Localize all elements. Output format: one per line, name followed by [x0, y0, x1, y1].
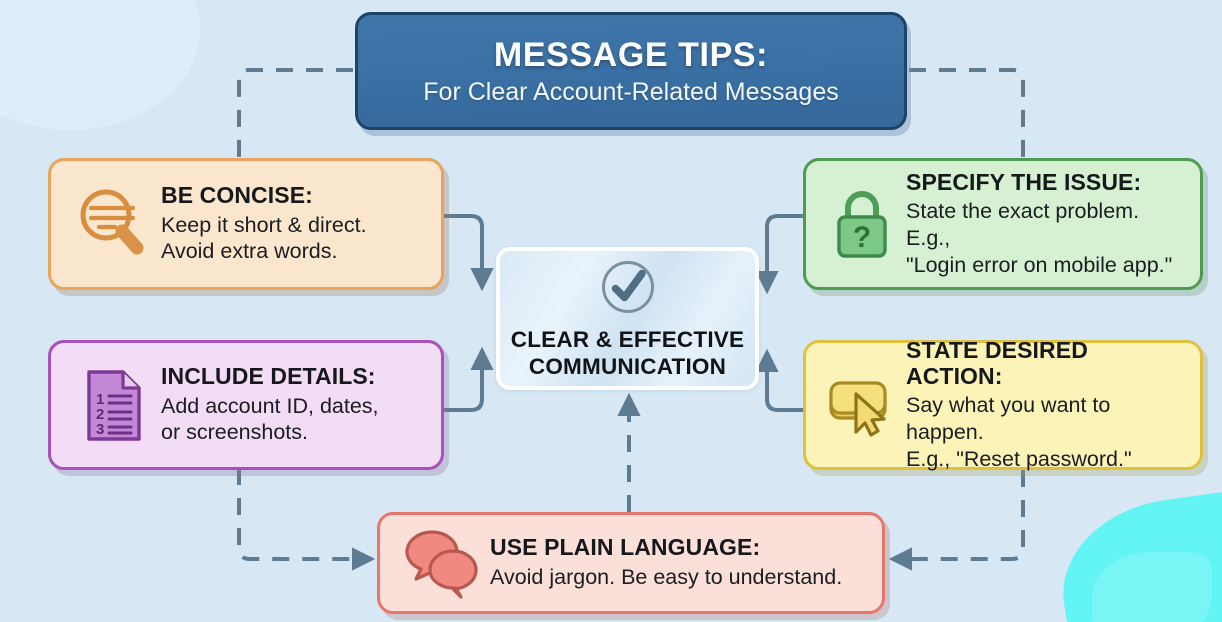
card-specify-the-issue[interactable]: ? SPECIFY THE ISSUE: State the exact pro…	[803, 158, 1203, 290]
wire-yellow-to-plain-language	[888, 470, 1025, 571]
page-subtitle: For Clear Account-Related Messages	[423, 77, 839, 106]
center-hub: CLEAR & EFFECTIVE COMMUNICATION	[496, 247, 759, 390]
wire-purple-to-plain-language	[237, 468, 376, 571]
hub-label-line2: COMMUNICATION	[528, 354, 727, 379]
card-specify-the-issue-title: SPECIFY THE ISSUE:	[906, 168, 1142, 195]
card-be-concise-title: BE CONCISE:	[161, 181, 313, 208]
wire-issue-to-hub	[755, 214, 803, 295]
svg-text:2: 2	[96, 406, 104, 423]
hub-label-line1: CLEAR & EFFECTIVE	[510, 327, 745, 353]
numbered-document-icon: 1 2 3	[65, 363, 161, 447]
card-be-concise-line2: Avoid extra words.	[161, 239, 338, 264]
card-use-plain-language-line1: Avoid jargon. Be easy to understand.	[490, 565, 843, 590]
wire-action-to-hub	[755, 348, 803, 412]
svg-text:3: 3	[96, 421, 104, 438]
card-specify-the-issue-line1: State the exact problem. E.g.,	[906, 199, 1140, 251]
card-state-desired-action[interactable]: STATE DESIRED ACTION: Say what you want …	[803, 336, 1203, 472]
card-use-plain-language[interactable]: USE PLAIN LANGUAGE: Avoid jargon. Be eas…	[377, 512, 885, 614]
hub-label: CLEAR & EFFECTIVE COMMUNICATION	[511, 327, 744, 380]
page-title: MESSAGE TIPS:	[493, 35, 769, 74]
card-use-plain-language-text: USE PLAIN LANGUAGE: Avoid jargon. Be eas…	[490, 535, 842, 590]
check-circle-icon	[597, 256, 659, 323]
card-include-details-text: INCLUDE DETAILS: Add account ID, dates, …	[161, 362, 379, 446]
card-be-concise-text: BE CONCISE: Keep it short & direct. Avoi…	[161, 181, 367, 265]
card-include-details-title: INCLUDE DETAILS:	[161, 362, 376, 389]
card-state-desired-action-line1: Say what you want to happen.	[906, 393, 1111, 444]
card-specify-the-issue-text: SPECIFY THE ISSUE: State the exact probl…	[906, 168, 1186, 279]
wire-concise-to-hub	[443, 214, 494, 292]
card-be-concise[interactable]: BE CONCISE: Keep it short & direct. Avoi…	[48, 158, 444, 290]
svg-text:?: ?	[853, 221, 871, 254]
title-banner: MESSAGE TIPS: For Clear Account-Related …	[355, 12, 907, 130]
magnifier-icon	[65, 182, 161, 266]
card-be-concise-line1: Keep it short & direct.	[161, 212, 367, 237]
svg-text:1: 1	[96, 391, 104, 408]
wire-details-to-hub	[443, 346, 494, 412]
card-include-details[interactable]: 1 2 3 INCLUDE DETAILS: Add account ID, d…	[48, 340, 444, 470]
card-state-desired-action-line2: E.g., "Reset password."	[906, 446, 1132, 471]
wire-title-to-left-column	[237, 68, 353, 158]
card-use-plain-language-title: USE PLAIN LANGUAGE:	[490, 534, 761, 561]
card-include-details-line1: Add account ID, dates,	[161, 393, 379, 418]
card-state-desired-action-title: STATE DESIRED ACTION:	[906, 336, 1088, 389]
wire-title-to-right-column	[909, 68, 1025, 158]
card-include-details-line2: or screenshots.	[161, 420, 308, 445]
speech-bubbles-icon	[394, 526, 490, 600]
padlock-question-icon: ?	[818, 182, 906, 266]
card-state-desired-action-text: STATE DESIRED ACTION: Say what you want …	[906, 336, 1188, 472]
button-cursor-click-icon	[818, 370, 906, 440]
card-specify-the-issue-line2: "Login error on mobile app."	[906, 252, 1173, 277]
